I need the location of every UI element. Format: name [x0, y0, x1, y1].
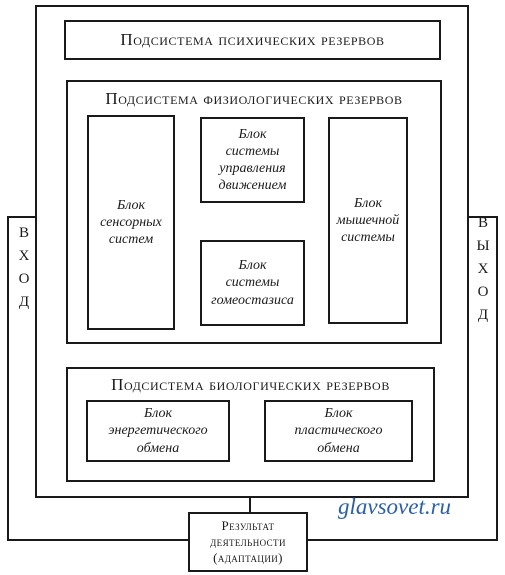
homeostasis-block-label: Блок системы гомеостазиса	[211, 258, 294, 308]
muscle-block-label: Блок мышечной системы	[336, 195, 400, 246]
input-label: В Х О Д	[18, 225, 30, 310]
plastic-exchange-block: Блок пластического обмена	[264, 400, 413, 462]
energy-exchange-block-label: Блок энергетического обмена	[108, 406, 208, 456]
result-box: Результат деятельности (адаптации)	[188, 512, 308, 572]
psychic-subsystem-box: Подсистема психических резервов	[64, 20, 441, 60]
energy-exchange-block: Блок энергетического обмена	[86, 400, 230, 462]
homeostasis-block: Блок системы гомеостазиса	[200, 240, 305, 326]
physiological-subsystem-label: Подсистема физиологических резервов	[105, 88, 403, 108]
muscle-block: Блок мышечной системы	[328, 117, 408, 324]
plastic-exchange-block-label: Блок пластического обмена	[294, 406, 383, 456]
watermark: glavsovet.ru	[338, 494, 452, 519]
result-box-label: Результат деятельности (адаптации)	[210, 518, 286, 565]
movement-control-block: Блок системы управления движением	[200, 117, 305, 203]
sensory-block-label: Блок сенсорных систем	[100, 197, 162, 248]
biological-subsystem-label: Подсистема биологических резервов	[111, 374, 390, 394]
movement-control-block-label: Блок системы управления движением	[218, 126, 287, 194]
sensory-block: Блок сенсорных систем	[87, 115, 175, 330]
psychic-subsystem-label: Подсистема психических резервов	[120, 29, 385, 49]
output-label: В Ы Х О Д	[476, 215, 490, 323]
